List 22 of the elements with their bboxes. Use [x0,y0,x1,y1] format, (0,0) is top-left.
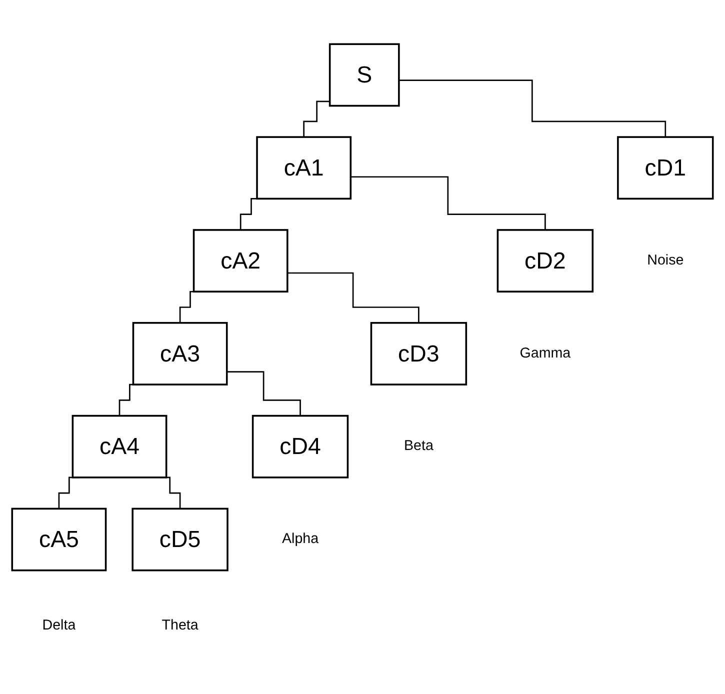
node-label: Theta [162,618,198,633]
connector [350,176,546,231]
connector [303,100,330,138]
node-box: cA1 [256,136,352,200]
node-box: S [328,43,400,107]
connector [398,80,666,138]
node-box: cD3 [370,322,468,386]
node-label: Beta [404,438,434,454]
node-box: cA5 [11,508,107,572]
connector [287,272,420,324]
node-label: Noise [647,252,684,268]
node-box: cD4 [252,414,349,478]
node-box: cA4 [72,414,168,478]
connector [226,371,301,416]
node-box: cA3 [132,322,228,386]
node-box: cA2 [192,229,288,292]
node-label: Gamma [520,346,571,361]
node-box: cD1 [617,136,714,200]
node-label: Alpha [282,531,319,547]
node-box: cD2 [496,229,594,292]
node-label: Delta [42,618,76,633]
node-box: cD5 [132,508,228,572]
